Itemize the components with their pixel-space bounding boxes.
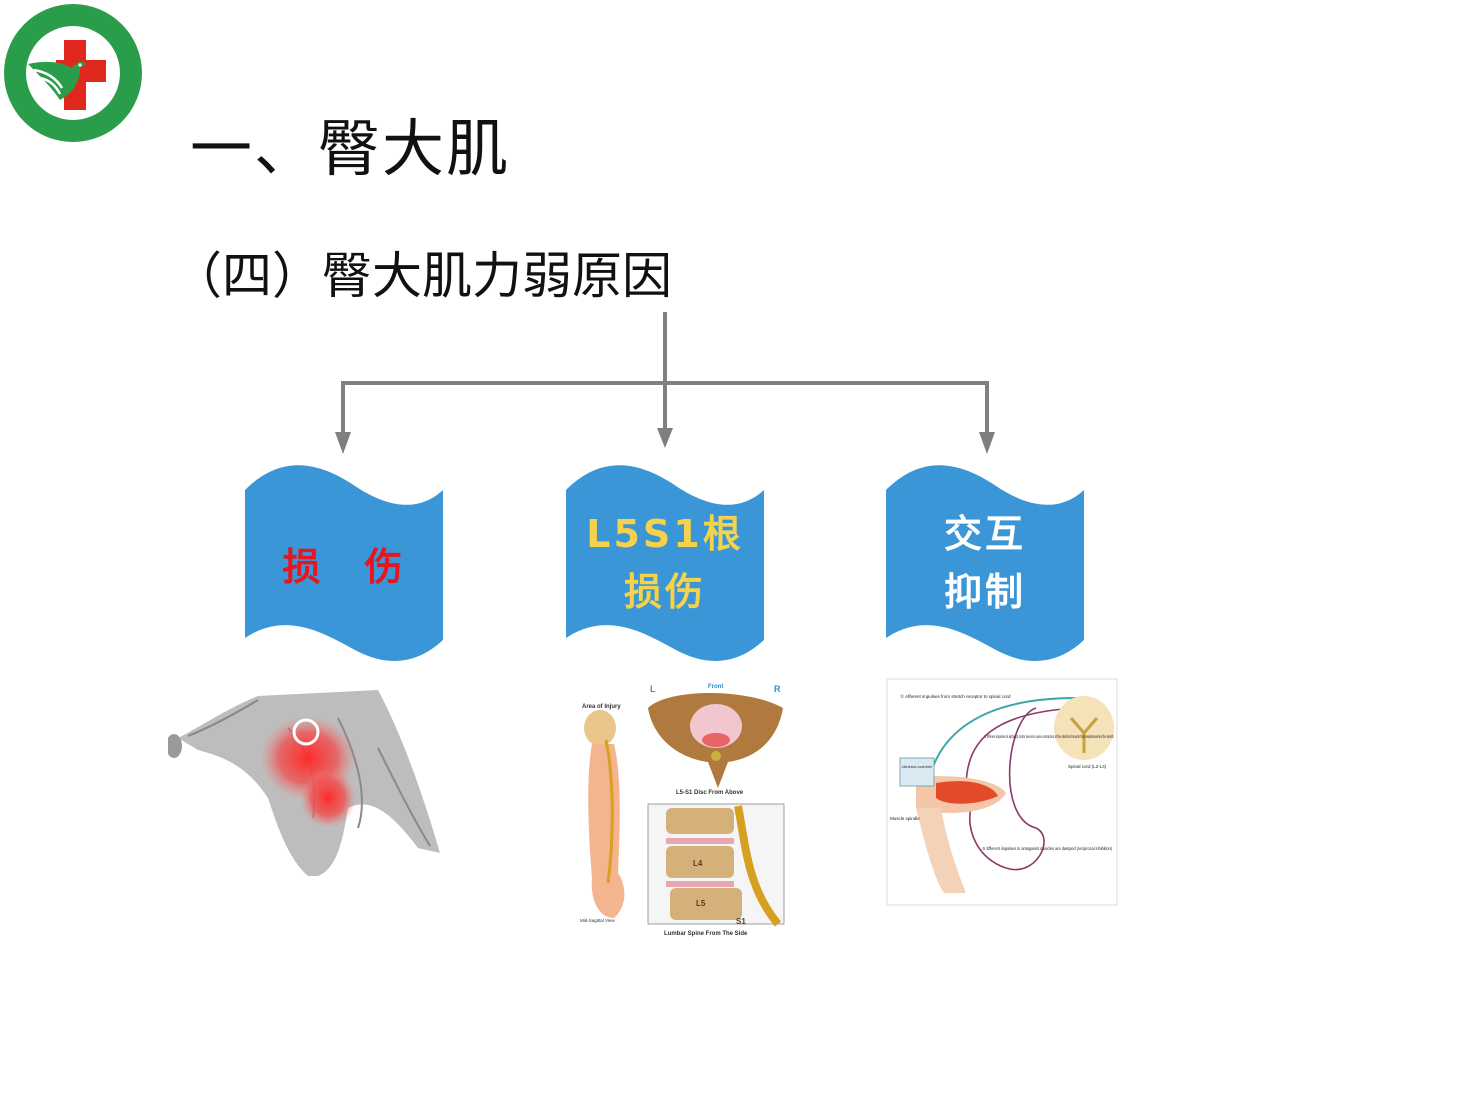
reflex-cord: Spinal cord (L2-L4) — [1068, 764, 1107, 769]
reflex-step-3: ③ Efferent impulses to antagonist muscle… — [982, 846, 1113, 851]
label-front: Front — [708, 684, 723, 690]
reflex-stimulus: Initial stimulus: muscle stretch — [902, 764, 932, 769]
banner-text: 损 伤 — [282, 545, 406, 589]
cause-banner-l5s1-root-injury: L5S1根 损伤 — [566, 462, 764, 664]
cause-banner-reciprocal-inhibition: 交互 抑制 — [886, 462, 1084, 664]
connector-branches — [341, 381, 989, 440]
slide-subtitle: （四）臀大肌力弱原因 — [172, 247, 672, 305]
arrow-down-icon — [335, 432, 351, 454]
label-s1: S1 — [736, 917, 746, 926]
label-l5: L5 — [696, 899, 706, 908]
cause-banner-injury: 损 伤 — [245, 462, 443, 664]
hospital-logo — [2, 2, 144, 144]
reflex-spindle: Muscle spindle — [890, 816, 920, 821]
label-disc-from-above: L5-S1 Disc From Above — [676, 790, 744, 796]
banner-text: 损伤 — [623, 570, 706, 614]
arrow-down-icon — [657, 428, 673, 448]
label-mid-sagittal: Mid-Sagittal View — [580, 918, 615, 923]
label-left: L — [650, 684, 656, 694]
banner-text: L5S1根 — [586, 512, 744, 556]
label-area-of-injury: Area of Injury — [582, 704, 621, 710]
banner-text: 抑制 — [943, 570, 1026, 614]
reflex-step-2: ② Efferent impulses to alpha (α) motor n… — [984, 734, 1114, 739]
banner-text: 交互 — [943, 512, 1026, 556]
label-l4: L4 — [693, 859, 703, 868]
gluteus-injury-illustration — [166, 688, 442, 878]
reflex-step-1: ① Afferent impulses from stretch recepto… — [900, 694, 1011, 699]
stretch-reflex-illustration: ① Afferent impulses from stretch recepto… — [886, 678, 1118, 906]
slide-title: 一、臀大肌 — [190, 112, 511, 185]
lumbar-spine-illustration: L Front R Area of Injury L5-S1 Disc From… — [578, 678, 792, 940]
arrow-down-icon — [979, 432, 995, 454]
label-right: R — [774, 684, 781, 694]
label-side-view: Lumbar Spine From The Side — [664, 931, 748, 937]
